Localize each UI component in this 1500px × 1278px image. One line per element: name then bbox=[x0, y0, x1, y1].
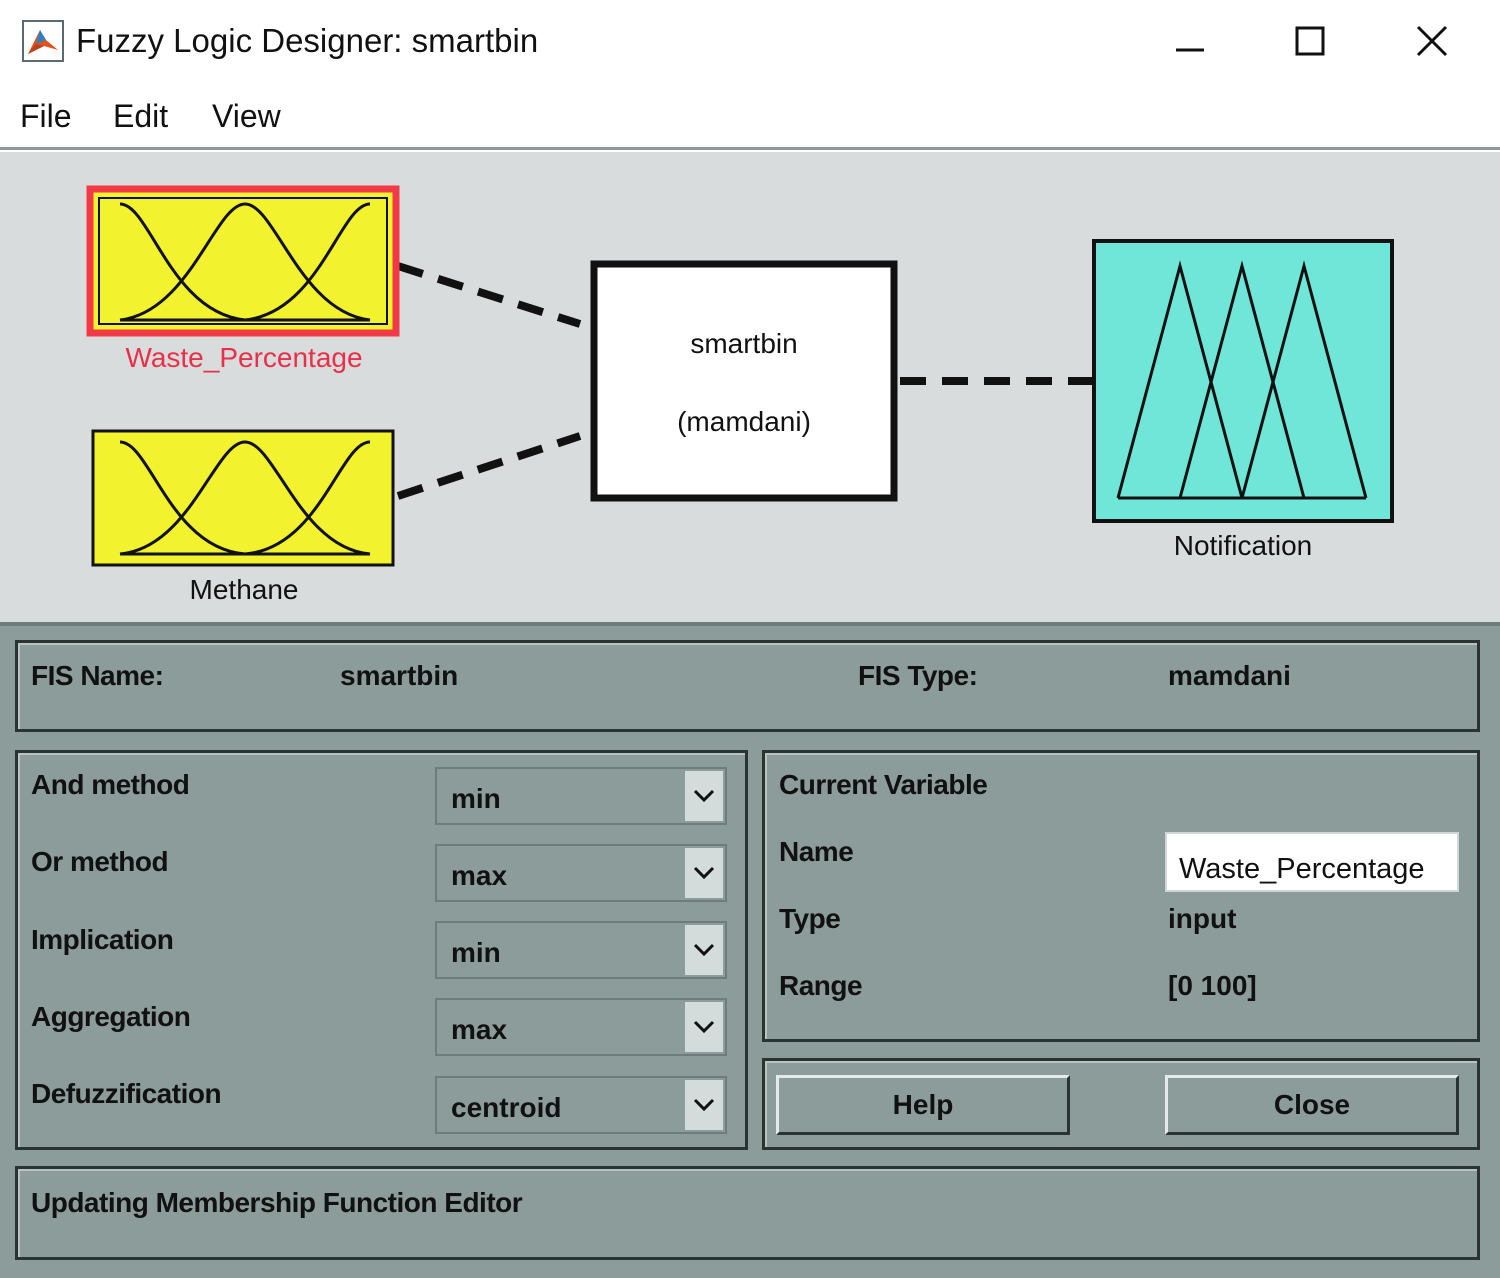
or-method-label: Or method bbox=[31, 846, 169, 877]
menu-file[interactable]: File bbox=[20, 98, 72, 134]
close-icon[interactable] bbox=[1402, 14, 1462, 68]
chevron-down-icon[interactable] bbox=[685, 848, 723, 898]
system-block bbox=[590, 260, 898, 502]
close-button[interactable]: Close bbox=[1165, 1075, 1459, 1135]
connector-waste-to-system bbox=[396, 262, 582, 328]
menu-edit[interactable]: Edit bbox=[113, 98, 169, 134]
implication-select[interactable]: min bbox=[435, 921, 727, 979]
status-frame bbox=[15, 1166, 1480, 1260]
methods-frame bbox=[15, 750, 748, 1150]
and-method-value: min bbox=[451, 783, 501, 814]
aggregation-select[interactable]: max bbox=[435, 998, 727, 1056]
input-label-methane: Methane bbox=[189, 574, 299, 605]
chevron-down-icon[interactable] bbox=[685, 1002, 723, 1052]
fis-type-label: FIS Type: bbox=[858, 660, 978, 691]
implication-label: Implication bbox=[31, 924, 174, 955]
window-title: Fuzzy Logic Designer: smartbin bbox=[76, 22, 539, 59]
defuzzification-label: Defuzzification bbox=[31, 1078, 222, 1109]
and-method-select[interactable]: min bbox=[435, 767, 727, 825]
chevron-down-icon[interactable] bbox=[685, 771, 723, 821]
matlab-logo-icon[interactable] bbox=[22, 20, 64, 62]
minimize-icon[interactable] bbox=[1160, 14, 1220, 68]
system-type-label: (mamdani) bbox=[677, 406, 811, 437]
current-variable-frame bbox=[762, 750, 1480, 1042]
fis-diagram-svg bbox=[86, 185, 1394, 567]
help-button[interactable]: Help bbox=[776, 1075, 1070, 1135]
or-method-value: max bbox=[451, 860, 508, 891]
variable-range-label: Range bbox=[779, 970, 863, 1001]
implication-value: min bbox=[451, 937, 501, 968]
current-variable-heading: Current Variable bbox=[779, 769, 988, 800]
maximize-icon[interactable] bbox=[1280, 14, 1340, 68]
variable-type-value: input bbox=[1168, 903, 1237, 934]
fis-info-frame bbox=[15, 640, 1480, 732]
output-block-notification[interactable] bbox=[1092, 239, 1394, 523]
chevron-down-icon[interactable] bbox=[685, 925, 723, 975]
triangular-mf-icon bbox=[1116, 260, 1368, 500]
menu-bar: File Edit View bbox=[0, 82, 1500, 150]
defuzzification-select[interactable]: centroid bbox=[435, 1076, 727, 1134]
connector-methane-to-system bbox=[396, 432, 582, 500]
menu-view[interactable]: View bbox=[212, 98, 281, 134]
variable-type-label: Type bbox=[779, 903, 841, 934]
input-label-waste-percentage: Waste_Percentage bbox=[125, 342, 363, 373]
input-block-methane[interactable] bbox=[91, 429, 395, 567]
output-label-notification: Notification bbox=[1173, 530, 1313, 561]
variable-range-value: [0 100] bbox=[1168, 970, 1257, 1001]
status-text: Updating Membership Function Editor bbox=[31, 1187, 523, 1218]
aggregation-label: Aggregation bbox=[31, 1001, 191, 1032]
chevron-down-icon[interactable] bbox=[685, 1080, 723, 1130]
gaussian-mf-icon bbox=[119, 440, 371, 556]
variable-name-input[interactable] bbox=[1165, 832, 1459, 892]
fis-name-label: FIS Name: bbox=[31, 660, 164, 691]
system-name-label: smartbin bbox=[690, 328, 798, 359]
fis-name-value: smartbin bbox=[340, 660, 459, 691]
fis-type-value: mamdani bbox=[1168, 660, 1291, 691]
fis-diagram: Waste_Percentage Methane smartbin (mamda… bbox=[0, 152, 1500, 622]
or-method-select[interactable]: max bbox=[435, 844, 727, 902]
title-bar: Fuzzy Logic Designer: smartbin bbox=[0, 0, 1500, 82]
buttons-frame bbox=[762, 1058, 1480, 1150]
defuzzification-value: centroid bbox=[451, 1092, 562, 1123]
variable-name-label: Name bbox=[779, 836, 854, 867]
input-block-waste-percentage[interactable] bbox=[86, 185, 400, 337]
and-method-label: And method bbox=[31, 769, 190, 800]
aggregation-value: max bbox=[451, 1014, 508, 1045]
gaussian-mf-icon bbox=[119, 202, 371, 322]
